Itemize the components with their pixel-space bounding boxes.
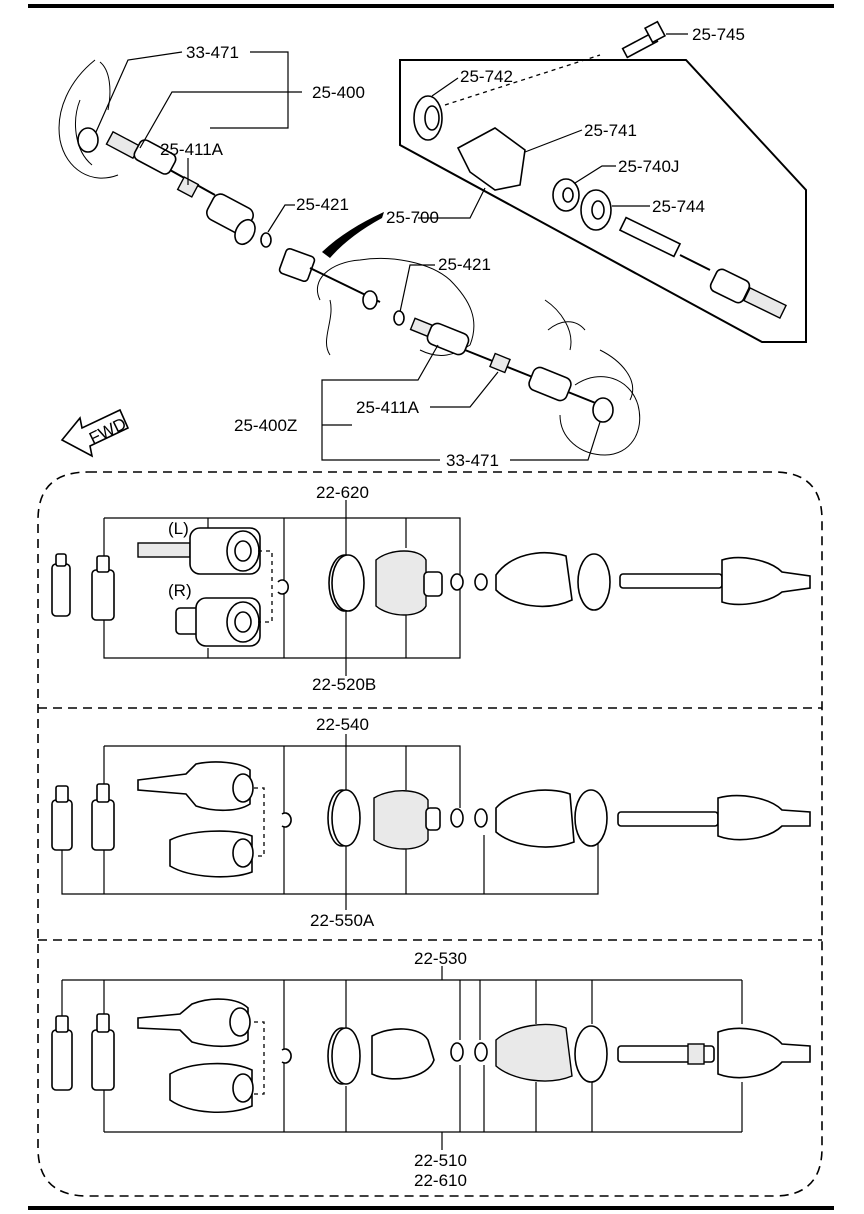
snap-ring-b (393, 310, 405, 326)
center-shaft (278, 247, 381, 310)
top-assembly: FWD (58, 20, 807, 461)
label-25-411A-bot: 25-411A (356, 398, 420, 417)
intermediate-shaft (618, 216, 787, 319)
label-25-400Z: 25-400Z (234, 416, 297, 435)
s1-L-label: (L) (168, 519, 189, 538)
s2-top-label: 22-540 (316, 715, 369, 734)
bearing-kit-box (399, 59, 807, 343)
right-hub-seal (592, 397, 614, 423)
label-33-471-bot: 33-471 (446, 451, 499, 470)
left-hub-ghost (58, 59, 119, 179)
label-25-744: 25-744 (652, 197, 705, 216)
kit-frame (37, 471, 823, 1197)
label-33-471-top: 33-471 (186, 43, 239, 62)
s3-top-label: 22-530 (414, 949, 467, 968)
right-driveshaft (409, 317, 599, 405)
s3-bot-label-1: 22-510 (414, 1151, 467, 1170)
bracket-25-741 (456, 127, 526, 191)
s2-bot-label: 22-550A (310, 911, 375, 930)
section-1 (51, 500, 811, 676)
s1-top-label: 22-620 (316, 483, 369, 502)
label-25-741: 25-741 (584, 121, 637, 140)
label-25-742: 25-742 (460, 67, 513, 86)
label-25-700: 25-700 (386, 208, 439, 227)
label-25-740J: 25-740J (618, 157, 679, 176)
transmission-ghost (317, 257, 634, 401)
right-hub-ghost (547, 321, 641, 456)
s3-bot-label-2: 22-610 (414, 1171, 467, 1190)
section-3 (51, 966, 811, 1150)
label-25-421-a: 25-421 (296, 195, 349, 214)
label-25-411A-top: 25-411A (160, 140, 224, 159)
label-25-421-b: 25-421 (438, 255, 491, 274)
fwd-arrow-icon (60, 408, 130, 458)
label-25-745: 25-745 (692, 25, 745, 44)
bolt-25-745 (621, 20, 667, 59)
left-driveshaft (105, 130, 256, 246)
s1-bot-label: 22-520B (312, 675, 376, 694)
section-2 (51, 734, 811, 910)
left-hub-seal (77, 127, 99, 153)
snap-ring-a (260, 232, 272, 248)
s1-R-label: (R) (168, 581, 192, 600)
label-25-400: 25-400 (312, 83, 365, 102)
direction-wedge (322, 212, 384, 258)
